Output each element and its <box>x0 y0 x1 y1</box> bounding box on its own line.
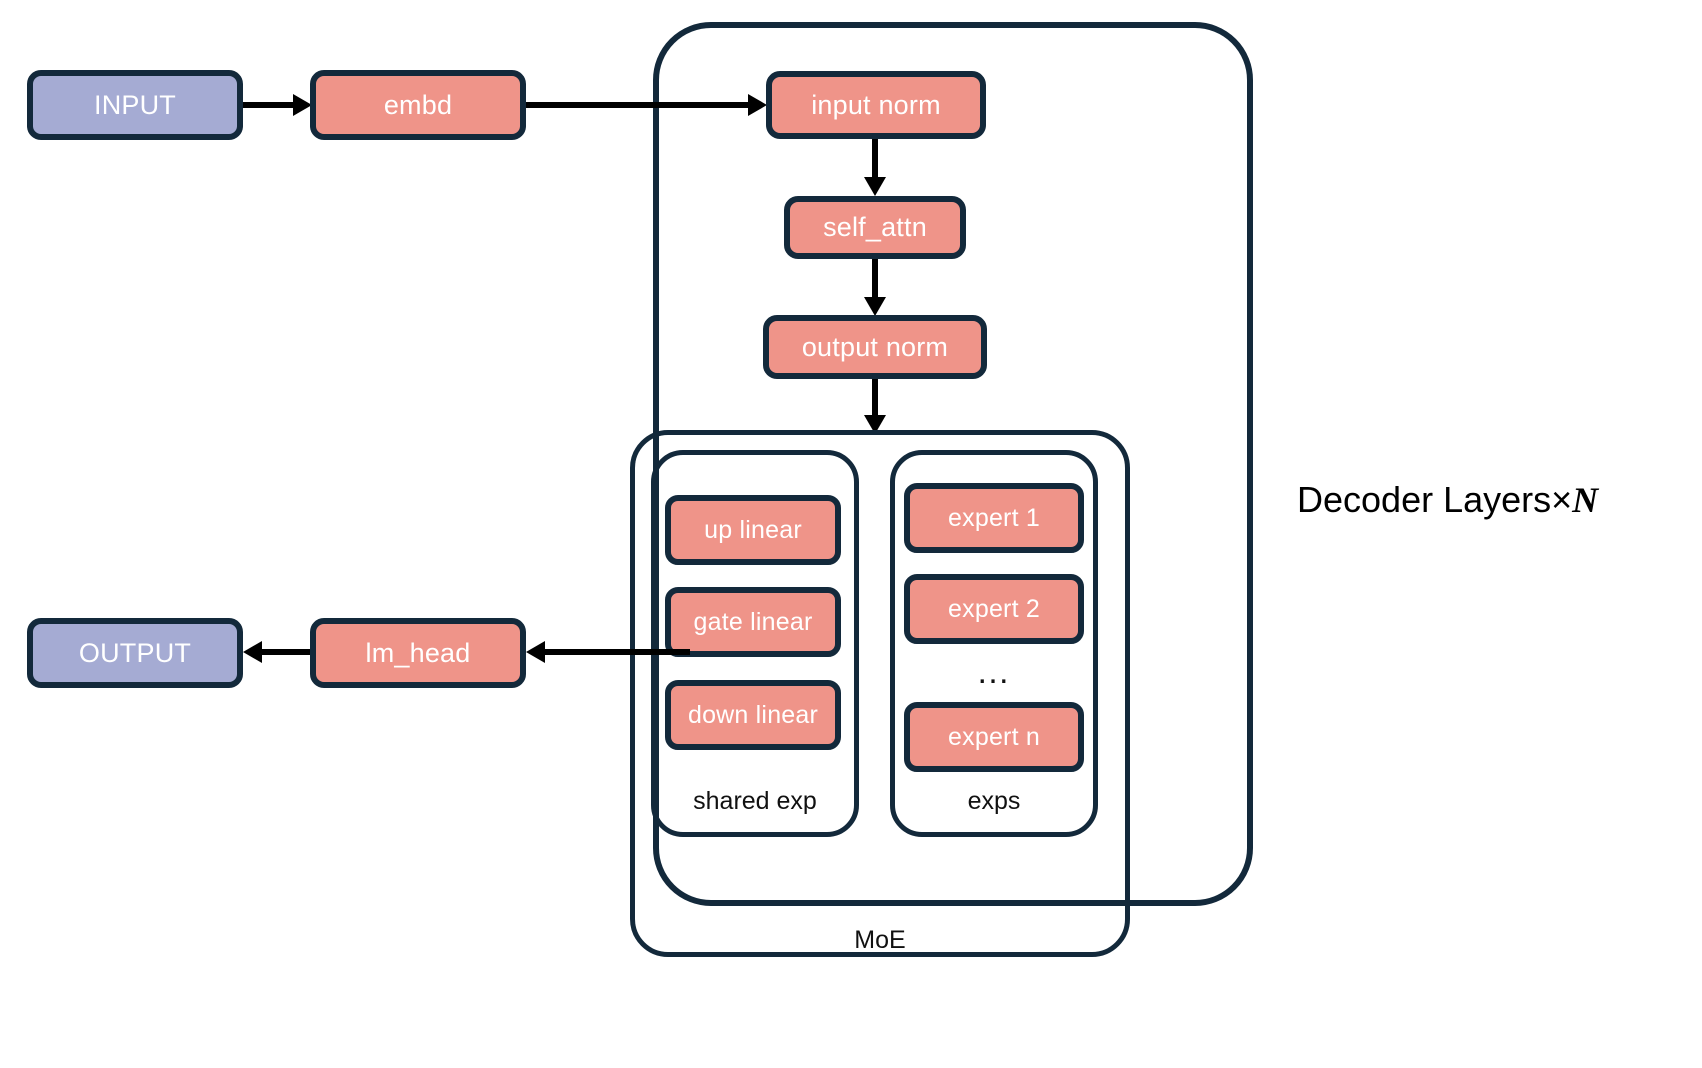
shared-expert-label: shared exp <box>693 787 817 815</box>
up-linear-node[interactable]: up linear <box>665 495 841 565</box>
lm-head-node[interactable]: lm_head <box>310 618 526 688</box>
arrow-outputnorm-to-moe-head <box>864 415 886 434</box>
experts-ellipsis: … <box>976 653 1012 691</box>
expert-2-node[interactable]: expert 2 <box>904 574 1084 644</box>
expert-1-node[interactable]: expert 1 <box>904 483 1084 553</box>
output-norm-node[interactable]: output norm <box>763 315 987 379</box>
arrow-lmhead-to-output-line <box>261 649 310 655</box>
arrow-lmhead-to-output-head <box>243 641 262 663</box>
arrow-input-to-embd-line <box>243 102 297 108</box>
arrow-moe-to-lmhead-head <box>526 641 545 663</box>
arrow-moe-to-lmhead-line <box>544 649 690 655</box>
routed-experts-container <box>890 450 1098 837</box>
down-linear-node[interactable]: down linear <box>665 680 841 750</box>
routed-experts-label: exps <box>967 787 1021 815</box>
self-attn-node[interactable]: self_attn <box>784 196 966 259</box>
expert-n-node[interactable]: expert n <box>904 702 1084 772</box>
input-node[interactable]: INPUT <box>27 70 243 140</box>
arrow-selfattn-to-outputnorm-line <box>872 259 878 304</box>
gate-linear-node[interactable]: gate linear <box>665 587 841 657</box>
arrow-input-to-embd-head <box>293 94 312 116</box>
arrow-embd-to-inputnorm-head <box>748 94 767 116</box>
input-norm-node[interactable]: input norm <box>766 71 986 139</box>
arrow-outputnorm-to-moe-line <box>872 379 878 424</box>
embd-node[interactable]: embd <box>310 70 526 140</box>
output-node[interactable]: OUTPUT <box>27 618 243 688</box>
arrow-selfattn-to-outputnorm-head <box>864 297 886 316</box>
decoder-layers-caption-text: Decoder Layers× <box>1297 479 1573 520</box>
shared-expert-container <box>651 450 859 837</box>
moe-label: MoE <box>854 926 906 954</box>
arrow-inputnorm-to-selfattn-line <box>872 139 878 184</box>
arrow-embd-to-inputnorm-line <box>526 102 754 108</box>
decoder-layers-caption: Decoder Layers×N <box>1297 479 1599 520</box>
moe-container <box>630 430 1130 957</box>
arrow-inputnorm-to-selfattn-head <box>864 177 886 196</box>
decoder-layers-count-variable: N <box>1572 480 1599 520</box>
